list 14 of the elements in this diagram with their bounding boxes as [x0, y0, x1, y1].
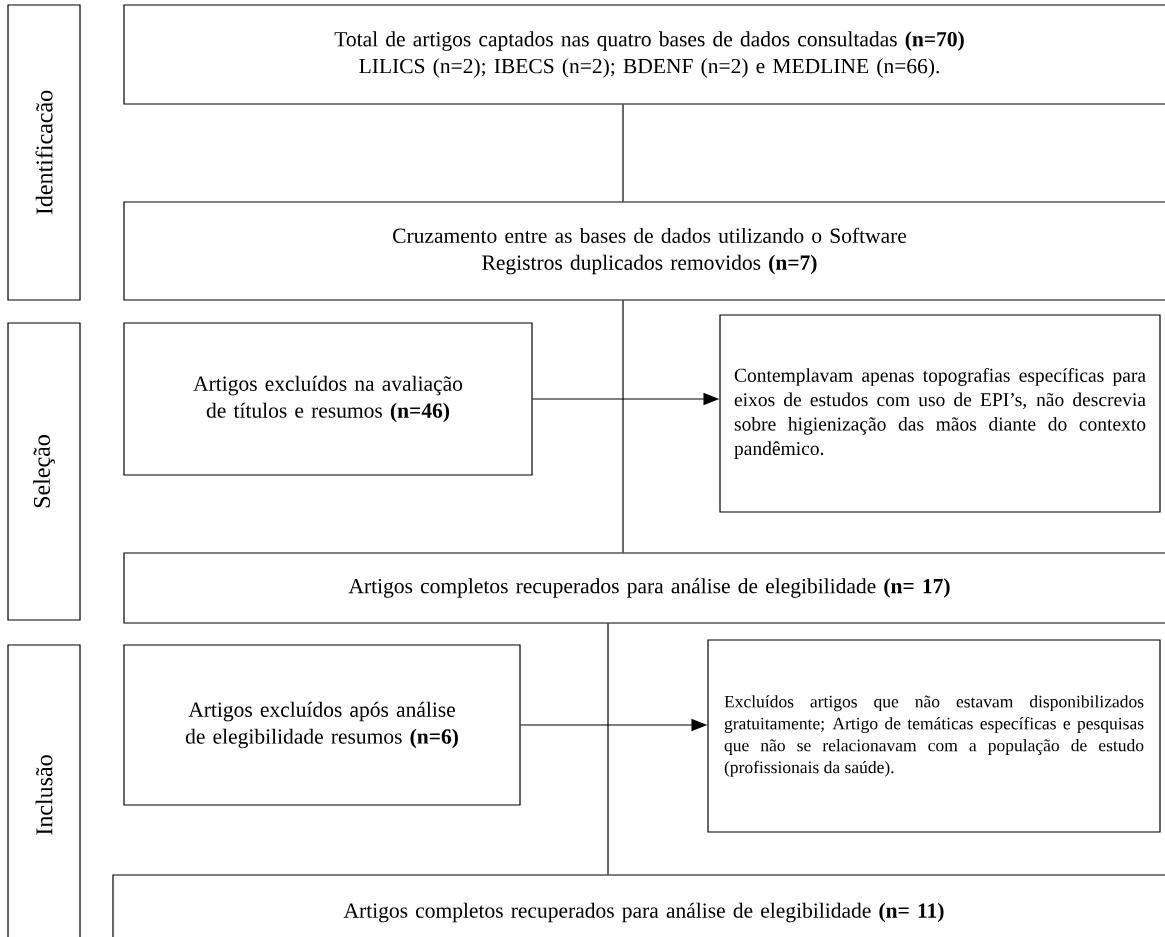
process-box: Artigos completos recuperados para análise de elegibilidade (n= 11)	[112, 874, 1165, 937]
process-box: Cruzamento entre as bases de dados utilizando o Software Registros duplicados removidos (n=7)	[123, 201, 1165, 301]
process-box: Artigos excluídos na avaliação de títulos e resumos (n=46)	[123, 322, 533, 476]
process-box: Artigos excluídos após análise de elegibilidade resumos (n=6)	[123, 644, 521, 806]
stage-label-box: Seleção	[7, 322, 81, 621]
process-box: Total de artigos captados nas quatro bases de dados consultadas (n=70) LILICS (n=2); IBECS (n=2); BDENF (n=2) e MEDLINE (n=66).	[123, 4, 1165, 105]
stage-label-box: Identificacão	[7, 4, 81, 301]
stage-label-box: Inclusão	[7, 644, 81, 937]
connector-line	[622, 104, 624, 202]
process-box: Artigos completos recuperados para análise de elegibilidade (n= 17)	[123, 552, 1165, 624]
exclusion-box: Contemplavam apenas topografias específicas para eixos de estudos com uso de EPI’s, não descrevia sobre higienização das mãos diante do contexto pandêmico.	[719, 314, 1161, 513]
connector-line	[607, 623, 609, 875]
connector-line	[622, 300, 624, 553]
exclusion-box: Excluídos artigos que não estavam disponibilizados gratuitamente; Artigo de temáticas específicas e pesquisas que não se relacionavam com a população de estudo (profissionais da saúde).	[707, 639, 1161, 833]
